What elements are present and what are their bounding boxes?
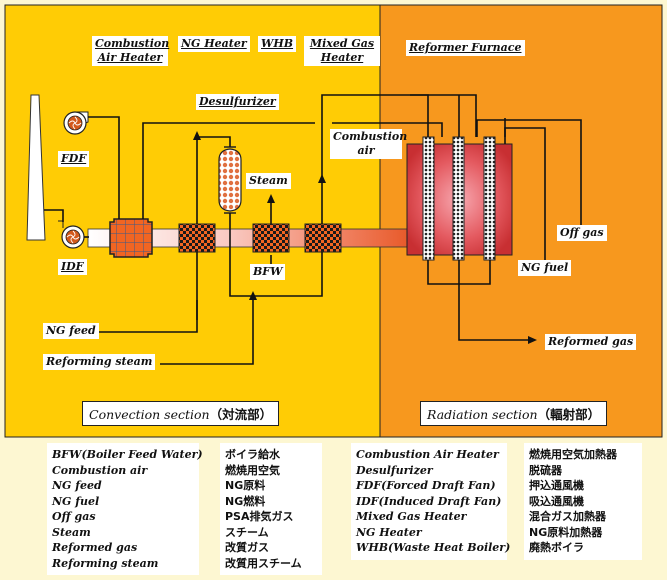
- idf-fan-icon: [58, 220, 85, 249]
- legend-item: NG原料: [225, 479, 266, 492]
- flow-arrows: [193, 131, 537, 344]
- legend-item: Mixed Gas Heater: [356, 510, 467, 523]
- legend-item: 脱硫器: [529, 463, 562, 477]
- legend-item: 燃焼用空気加熱器: [529, 448, 617, 461]
- ng-fuel-label: NG fuel: [518, 260, 572, 276]
- ng-heater-label: NG Heater: [178, 36, 250, 52]
- legend-item: BFW(Boiler Feed Water): [52, 448, 203, 461]
- legend-item: Reforming steam: [52, 556, 159, 570]
- legend-item: Combustion Air Heater: [356, 448, 499, 461]
- process-lines: [44, 94, 582, 365]
- legend-item: Steam: [52, 525, 91, 539]
- fdf-fan-icon: [63, 111, 89, 135]
- legend-streams-en: BFW(Boiler Feed Water) Combustion air NG…: [47, 443, 203, 575]
- reformed-gas-label: Reformed gas: [545, 334, 637, 350]
- radiation-section-label: Radiation section（輻射部）: [420, 401, 608, 426]
- legend-item: NG Heater: [356, 525, 422, 539]
- ng-heater-coil: [178, 223, 216, 253]
- legend-item: 改質ガス: [225, 541, 269, 554]
- legend-item: PSA排気ガス: [225, 510, 294, 523]
- convection-section-label: Convection section（対流部）: [82, 401, 280, 426]
- mixed-gas-heater-label: Mixed Gas Heater: [304, 36, 380, 66]
- convection-label-jp: （対流部）: [209, 407, 273, 422]
- legend-item: NG原料加熱器: [529, 525, 603, 539]
- whb-label: WHB: [258, 36, 297, 52]
- steam-label: Steam: [246, 173, 291, 189]
- legend-item: NG feed: [52, 479, 102, 492]
- legend-item: NG燃料: [225, 494, 266, 508]
- legend-equipment-jp: 燃焼用空気加熱器 脱硫器 押込通風機 吸込通風機 混合ガス加熱器 NG原料加熱器…: [524, 443, 642, 560]
- combustion-air-heater: [109, 218, 153, 258]
- legend-item: NG fuel: [52, 494, 100, 508]
- legend-item: 混合ガス加熱器: [529, 510, 606, 523]
- idf-label: IDF: [58, 259, 87, 275]
- reformer-furnace-label: Reformer Furnace: [406, 40, 525, 56]
- legend-item: IDF(Induced Draft Fan): [356, 494, 502, 508]
- legend-item: ボイラ給水: [225, 448, 280, 461]
- reformer-tube-1: [422, 136, 435, 261]
- convection-label-en: Convection section: [89, 407, 210, 422]
- legend-item: Desulfurizer: [356, 463, 433, 477]
- legend-item: 吸込通風機: [529, 494, 584, 508]
- reformer-tube-3: [483, 136, 496, 261]
- legend-streams-jp: ボイラ給水 燃焼用空気 NG原料 NG燃料 PSA排気ガス スチーム 改質ガス …: [220, 443, 322, 575]
- combustion-air-label: Combustion air: [330, 129, 407, 159]
- desulfurizer-vessel: [218, 146, 242, 214]
- legend-item: スチーム: [225, 525, 269, 539]
- radiation-label-en: Radiation section: [427, 407, 538, 422]
- radiation-label-jp: （輻射部）: [537, 407, 601, 422]
- legend-item: 改質用スチーム: [225, 556, 302, 570]
- whb-coil: [252, 223, 290, 253]
- combustion-air-heater-label: Combustion Air Heater: [92, 36, 169, 66]
- legend-item: Reformed gas: [52, 541, 138, 554]
- bfw-label: BFW: [250, 264, 286, 280]
- reformer-tube-2: [452, 136, 465, 261]
- legend-item: 廃熱ボイラ: [529, 541, 584, 554]
- legend-item: FDF(Forced Draft Fan): [356, 479, 496, 492]
- stack: [26, 94, 46, 241]
- fdf-label: FDF: [58, 151, 90, 167]
- desulfurizer-label: Desulfurizer: [196, 94, 279, 110]
- legend-item: 押込通風機: [529, 479, 584, 492]
- mixed-gas-heater-coil: [304, 223, 342, 253]
- off-gas-label: Off gas: [557, 225, 607, 241]
- legend-item: WHB(Waste Heat Boiler): [356, 541, 511, 554]
- legend-item: 燃焼用空気: [225, 463, 280, 477]
- legend-item: Combustion air: [52, 463, 148, 477]
- reforming-steam-label: Reforming steam: [43, 354, 156, 370]
- legend-item: Off gas: [52, 510, 96, 523]
- ng-feed-label: NG feed: [43, 323, 99, 339]
- legend-equipment-en: Combustion Air Heater Desulfurizer FDF(F…: [351, 443, 511, 560]
